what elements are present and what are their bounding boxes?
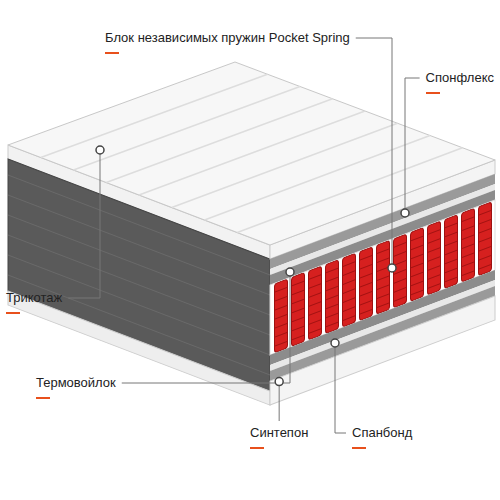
quilting bbox=[41, 74, 463, 232]
leader-line bbox=[335, 343, 346, 433]
leader-dot bbox=[401, 209, 409, 217]
part-label: Трикотаж bbox=[6, 290, 62, 306]
leader-dot bbox=[96, 146, 104, 154]
leader-dot bbox=[388, 264, 396, 272]
label-underline bbox=[352, 447, 366, 449]
label-underline bbox=[6, 312, 20, 314]
label-underline bbox=[105, 52, 119, 54]
leader-dot bbox=[275, 378, 283, 386]
part-label: Блок независимых пружин Pocket Spring bbox=[105, 30, 350, 46]
leader-line bbox=[405, 78, 420, 213]
part-label: Синтепон bbox=[250, 425, 308, 441]
part-label: Спонфлекс bbox=[426, 70, 494, 86]
top-face bbox=[8, 62, 495, 245]
label-underline bbox=[250, 447, 264, 449]
part-label: Термовойлок bbox=[36, 375, 116, 391]
leader-dot bbox=[286, 268, 294, 276]
leader-lines bbox=[68, 38, 419, 433]
leader-line bbox=[122, 272, 290, 383]
part-label: Спанбонд bbox=[352, 425, 412, 441]
leader-dot bbox=[331, 339, 339, 347]
leader-line bbox=[279, 382, 280, 421]
leader-line bbox=[68, 150, 100, 298]
leader-line bbox=[356, 38, 392, 268]
label-underline bbox=[426, 92, 440, 94]
label-underline bbox=[36, 397, 50, 399]
